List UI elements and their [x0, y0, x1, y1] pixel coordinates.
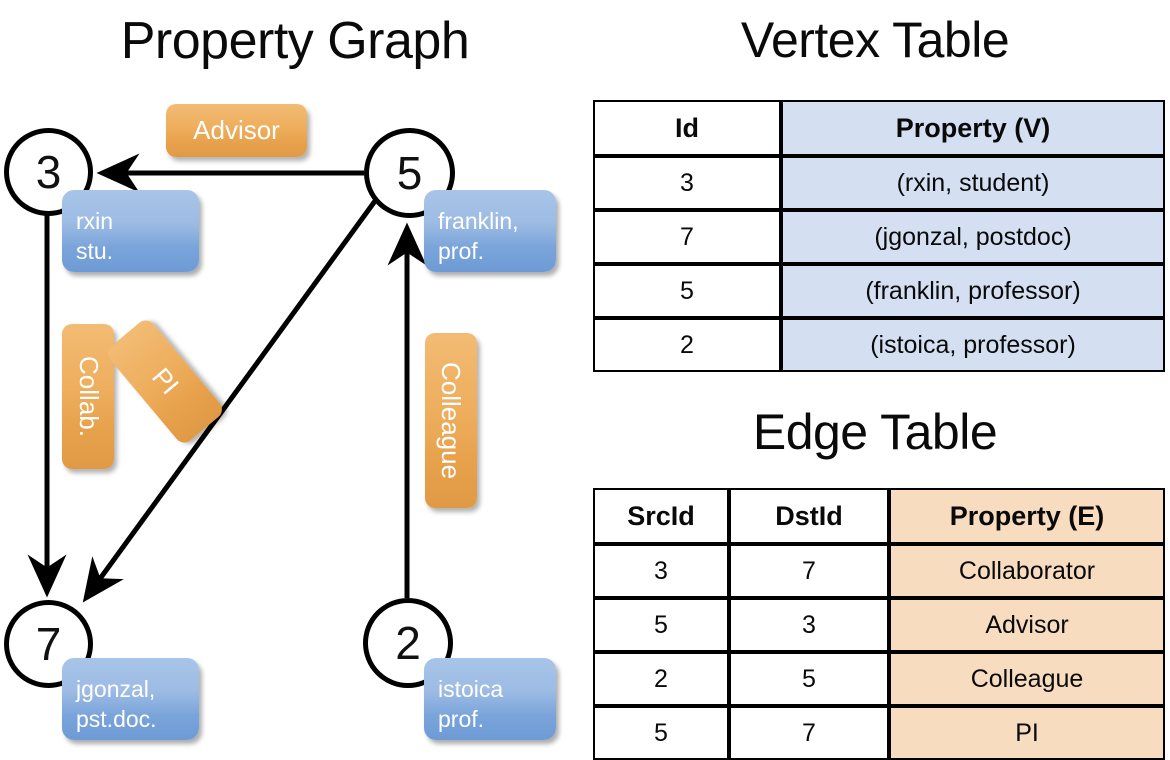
- graph-node-5-property-box: franklin, prof.: [424, 190, 556, 272]
- graph-node-3-property-box: rxin stu.: [62, 190, 199, 272]
- edge-row-2-property: Colleague: [889, 652, 1165, 706]
- graph-edges-svg: [27, 153, 427, 603]
- vertex-row-3-property: (istoica, professor): [781, 318, 1165, 372]
- vertex-row-0-property: (rxin, student): [781, 156, 1165, 210]
- graph-node-2[interactable]: 2: [363, 598, 453, 688]
- vertex-table: Id Property (V) 3 (rxin, student) 7 (jgo…: [593, 100, 1165, 372]
- edge-row-3-src: 5: [593, 706, 729, 760]
- vertex-row-3-id: 2: [593, 318, 781, 372]
- tables-panel: Id Property (V) 3 (rxin, student) 7 (jgo…: [580, 0, 1170, 760]
- graph-node-5[interactable]: 5: [364, 128, 455, 218]
- page-title-edge-table: Edge Table: [752, 404, 998, 460]
- graph-node-3-property-line-1: rxin: [76, 208, 114, 234]
- graph-node-2-property-line-2: prof.: [438, 706, 485, 732]
- graph-node-5-property-line-1: franklin,: [438, 208, 519, 234]
- edge-label-advisor: Advisor: [166, 104, 307, 157]
- edge-row-3-dst: 7: [729, 706, 889, 760]
- table-row[interactable]: 3 (rxin, student): [593, 156, 1165, 210]
- edge-row-1-src: 5: [593, 598, 729, 652]
- edge-5-to-7-pi: [82, 199, 378, 603]
- graph-node-5-label: 5: [396, 147, 423, 199]
- graph-node-7-property-line-1: jgonzal,: [76, 676, 156, 702]
- edge-table-header-property: Property (E): [889, 488, 1165, 544]
- table-row[interactable]: 2 5 Colleague: [593, 652, 1165, 706]
- vertex-row-2-property: (franklin, professor): [781, 264, 1165, 318]
- vertex-table-header-row: Id Property (V): [593, 100, 1165, 156]
- edge-row-0-property: Collaborator: [889, 544, 1165, 598]
- graph-node-7-property-box: jgonzal, pst.doc.: [62, 658, 199, 740]
- graph-node-2-property-line-1: istoica: [438, 676, 504, 702]
- graph-node-5-property-line-2: prof.: [438, 238, 485, 264]
- edge-label-collab: Collab.: [62, 324, 114, 469]
- edge-row-3-property: PI: [889, 706, 1165, 760]
- graph-node-7-property-line-2: pst.doc.: [76, 706, 157, 732]
- vertex-row-2-id: 5: [593, 264, 781, 318]
- edge-label-advisor-text: Advisor: [193, 115, 280, 145]
- edge-label-collab-text: Collab.: [73, 356, 104, 437]
- vertex-table-header-id: Id: [593, 100, 781, 156]
- property-graph-panel: Property Graph Advisor Collab. PI Collea…: [4, 12, 556, 740]
- table-row[interactable]: 5 3 Advisor: [593, 598, 1165, 652]
- vertex-table-header-property: Property (V): [781, 100, 1165, 156]
- graph-node-3-property-line-2: stu.: [76, 238, 114, 264]
- table-row[interactable]: 3 7 Collaborator: [593, 544, 1165, 598]
- vertex-row-0-id: 3: [593, 156, 781, 210]
- edge-row-1-dst: 3: [729, 598, 889, 652]
- edge-table-header-dstid: DstId: [729, 488, 889, 544]
- table-row[interactable]: 5 (franklin, professor): [593, 264, 1165, 318]
- edge-label-pi-text: PI: [145, 362, 185, 401]
- vertex-row-1-id: 7: [593, 210, 781, 264]
- edge-table: SrcId DstId Property (E) 3 7 Collaborato…: [593, 488, 1165, 760]
- edge-row-1-property: Advisor: [889, 598, 1165, 652]
- edge-row-2-src: 2: [593, 652, 729, 706]
- table-row[interactable]: 2 (istoica, professor): [593, 318, 1165, 372]
- edge-row-0-src: 3: [593, 544, 729, 598]
- graph-node-2-property-box: istoica prof.: [424, 658, 556, 740]
- edge-table-header-srcid: SrcId: [593, 488, 729, 544]
- edge-label-colleague-text: Colleague: [436, 361, 467, 480]
- graph-node-3-label: 3: [35, 146, 62, 198]
- graph-node-7-label: 7: [35, 618, 62, 670]
- edge-row-0-dst: 7: [729, 544, 889, 598]
- graph-node-2-label: 2: [395, 617, 421, 669]
- vertex-row-1-property: (jgonzal, postdoc): [781, 210, 1165, 264]
- table-row[interactable]: 7 (jgonzal, postdoc): [593, 210, 1165, 264]
- edge-table-header-row: SrcId DstId Property (E): [593, 488, 1165, 544]
- page-title-property-graph: Property Graph: [120, 12, 470, 70]
- edge-label-colleague: Colleague: [425, 333, 477, 508]
- edge-row-2-dst: 5: [729, 652, 889, 706]
- page-title-vertex-table: Vertex Table: [740, 12, 1010, 68]
- table-row[interactable]: 5 7 PI: [593, 706, 1165, 760]
